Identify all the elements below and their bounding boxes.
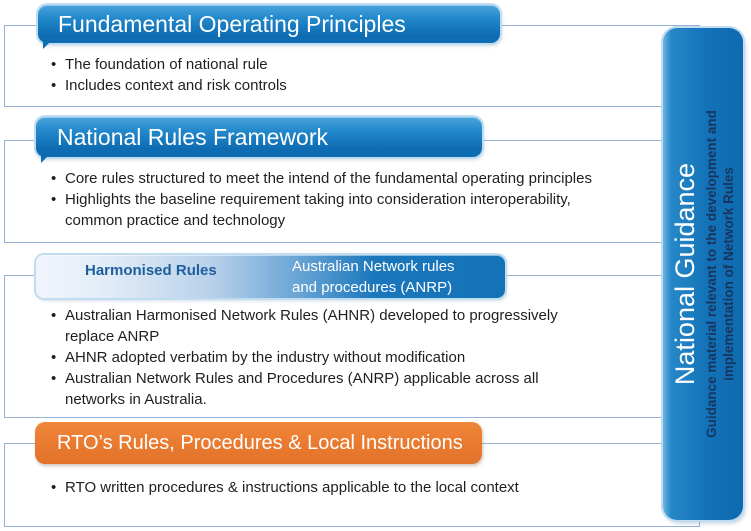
header-label: RTO’s Rules, Procedures & Local Instruct… — [57, 431, 463, 454]
header-fundamental-operating-principles: Fundamental Operating Principles — [38, 5, 500, 49]
national-guidance-rotated-text: National Guidance Guidance material rele… — [663, 28, 743, 520]
bullet-list-rto: RTO written procedures & instructions ap… — [51, 444, 596, 498]
bullet-list-harmonised: Australian Harmonised Network Rules (AHN… — [51, 276, 596, 410]
anrp-label: Australian Network rules and procedures … — [292, 258, 455, 296]
header-tail-shape — [43, 42, 50, 49]
bullet-item: RTO written procedures & instructions ap… — [51, 477, 596, 498]
bullet-item: The foundation of national rule — [51, 54, 596, 75]
national-guidance-subtitle: Guidance material relevant to the develo… — [703, 110, 736, 438]
bullet-list-fundamental: The foundation of national rule Includes… — [51, 26, 596, 96]
section-box-harmonised: Australian Harmonised Network Rules (AHN… — [4, 275, 700, 418]
header-tail-shape — [41, 156, 48, 163]
harmonised-rules-label: Harmonised Rules — [85, 262, 217, 279]
section-box-framework: Core rules structured to meet the intend… — [4, 140, 700, 243]
national-guidance-title: National Guidance — [669, 162, 700, 386]
header-national-rules-framework: National Rules Framework — [36, 117, 482, 163]
bullet-item: Includes context and risk controls — [51, 75, 596, 96]
header-harmonised-rules-bar: Harmonised Rules Australian Network rule… — [36, 255, 505, 298]
bullet-item: Highlights the baseline requirement taki… — [51, 189, 596, 231]
header-label: National Rules Framework — [57, 123, 328, 150]
bullet-list-framework: Core rules structured to meet the intend… — [51, 141, 596, 231]
bullet-item: Australian Harmonised Network Rules (AHN… — [51, 305, 596, 347]
bullet-item: AHNR adopted verbatim by the industry wi… — [51, 347, 596, 368]
national-guidance-bar: National Guidance Guidance material rele… — [663, 28, 743, 520]
header-label: Fundamental Operating Principles — [58, 10, 406, 37]
bullet-item: Core rules structured to meet the intend… — [51, 168, 596, 189]
bullet-item: Australian Network Rules and Procedures … — [51, 368, 596, 410]
header-rto-rules: RTO’s Rules, Procedures & Local Instruct… — [35, 422, 482, 464]
